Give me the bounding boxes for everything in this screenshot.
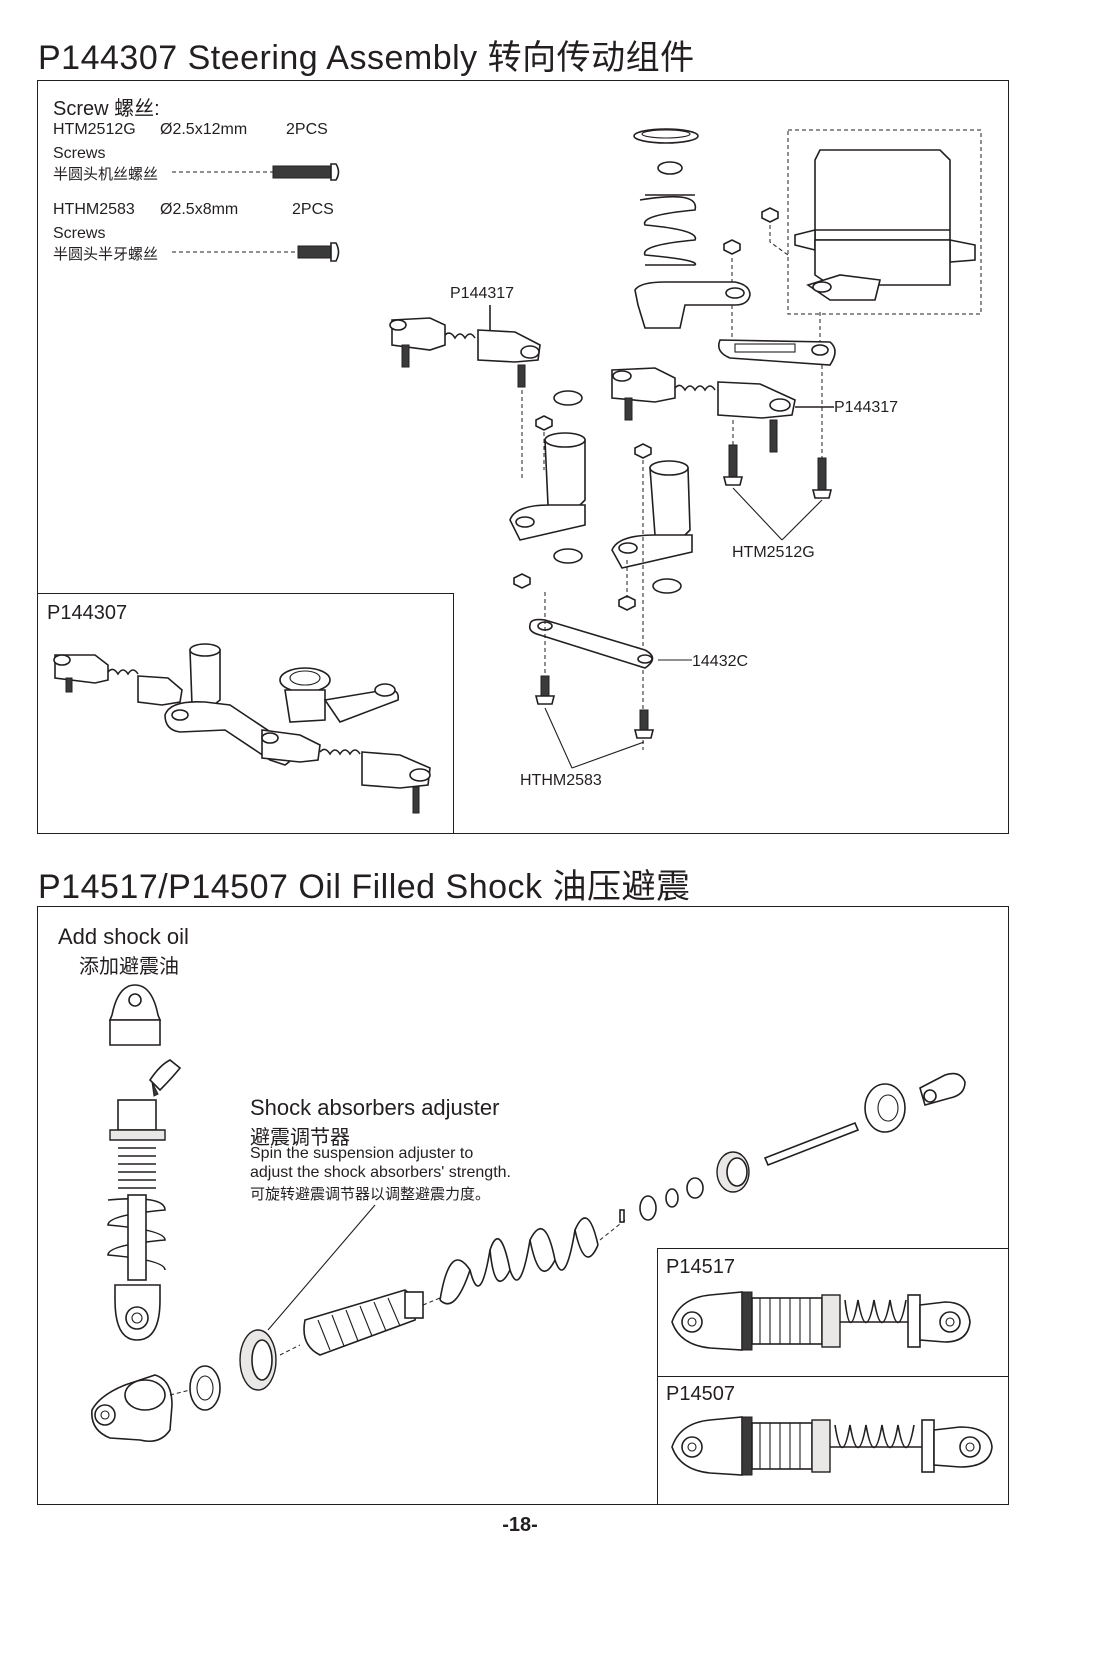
- steering-panel: [37, 80, 1009, 834]
- shock-variant-b-icon: [671, 1416, 993, 1476]
- vertical-shock-icon: [107, 1099, 166, 1341]
- hthm-screws-icon: [534, 675, 655, 769]
- adjuster-desc-2: adjust the shock absorbers' strength.: [250, 1164, 511, 1181]
- servo-arm-icon: [717, 305, 836, 366]
- variant-a-label: P14517: [666, 1256, 735, 1278]
- variant-b-label: P14507: [666, 1383, 735, 1405]
- screw-1-qty: 2PCS: [286, 121, 328, 138]
- add-oil-en: Add shock oil: [58, 924, 189, 949]
- adjuster-desc-1: Spin the suspension adjuster to: [250, 1145, 474, 1162]
- screw-2-qty: 2PCS: [292, 201, 334, 218]
- screw-htm2512g-icon: [172, 163, 340, 181]
- screw-1-code: HTM2512G: [53, 121, 136, 138]
- callout-tie-rod-left: P144317: [450, 285, 515, 302]
- screw-1-size: Ø2.5x12mm: [160, 121, 248, 138]
- htm-screws-icon: [722, 365, 833, 541]
- screw-heading: Screw 螺丝:: [53, 98, 160, 120]
- adjuster-title-en: Shock absorbers adjuster: [250, 1095, 500, 1120]
- steering-post-right-icon: [611, 460, 693, 750]
- screw-1-name-cn: 半圆头机丝螺丝: [53, 166, 159, 183]
- screw-2-size: Ø2.5x8mm: [160, 201, 239, 218]
- callout-link-plate: 14432C: [692, 653, 749, 670]
- tie-rod-right-icon: [611, 367, 834, 453]
- adjuster-title-cn: 避震调节器: [250, 1127, 350, 1149]
- callout-tie-rod-right: P144317: [834, 399, 899, 416]
- servo-icon: [761, 149, 976, 301]
- adjuster-desc-cn: 可旋转避震调节器以调整避震力度。: [250, 1186, 491, 1203]
- steering-title: P144307 Steering Assembly 转向传动组件: [38, 39, 695, 77]
- shock-panel: [37, 906, 1009, 1505]
- tie-rod-left-icon: [389, 305, 541, 480]
- inset-label: P144307: [47, 602, 128, 624]
- assembled-steering-icon: [53, 643, 431, 814]
- page-number: -18-: [502, 1514, 538, 1536]
- screw-hthm2583-icon: [172, 242, 340, 262]
- link-plate-icon: [528, 592, 692, 678]
- steering-post-left-icon: [509, 432, 586, 541]
- screw-2-code: HTHM2583: [53, 201, 135, 218]
- shock-title: P14517/P14507 Oil Filled Shock 油压避震: [38, 868, 691, 906]
- bearings-icon: [513, 390, 682, 611]
- screw-1-name-en: Screws: [53, 145, 106, 162]
- add-oil-cn: 添加避震油: [79, 956, 179, 978]
- screw-2-name-en: Screws: [53, 225, 106, 242]
- exploded-shock-icon: [91, 1072, 966, 1443]
- spring-stack-icon: [633, 128, 751, 329]
- shock-cap-icon: [108, 984, 182, 1097]
- steering-inset-panel: [37, 593, 454, 834]
- variants-divider: [657, 1376, 1009, 1377]
- callout-screw-htm: HTM2512G: [732, 544, 815, 561]
- shock-variant-a-icon: [671, 1291, 971, 1351]
- callout-screw-hthm: HTHM2583: [520, 772, 602, 789]
- screw-2-name-cn: 半圆头半牙螺丝: [53, 246, 159, 263]
